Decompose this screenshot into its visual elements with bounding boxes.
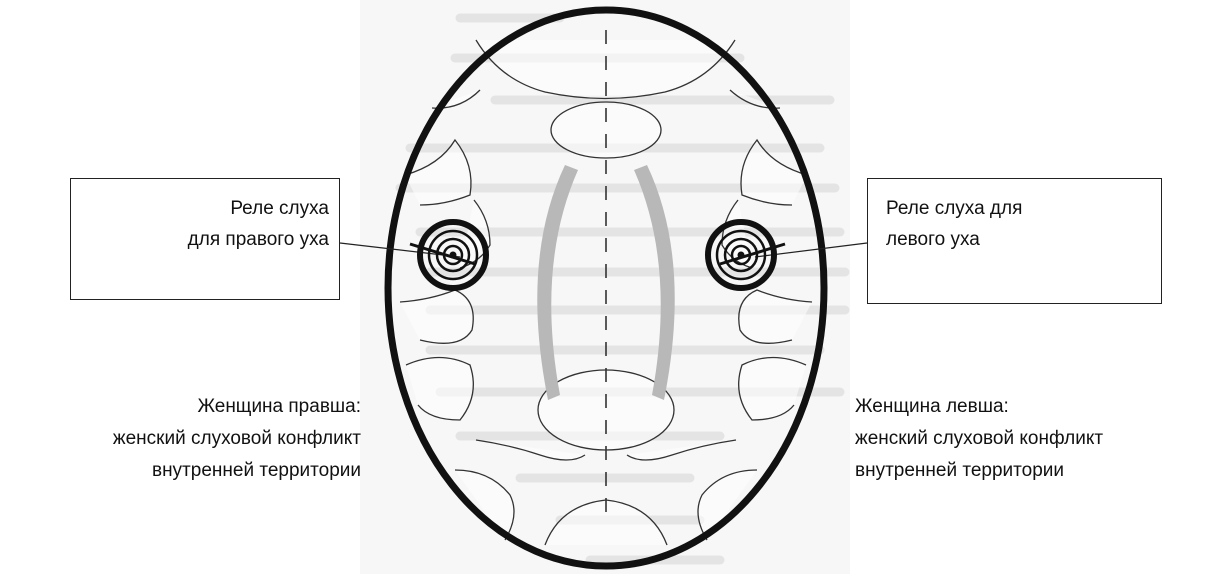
right-ear-relay-line-2: для правого уха [71,224,329,255]
right-handed-woman-caption: Женщина правша: женский слуховой конфлик… [113,391,361,487]
left-ear-relay-line-2: левого уха [886,224,1161,255]
left-handed-woman-caption: Женщина левша: женский слуховой конфликт… [855,391,1103,487]
left-handed-caption-line-3: внутренней территории [855,455,1103,487]
left-ear-relay-label: Реле слуха для левого уха [867,178,1162,304]
left-handed-caption-line-1: Женщина левша: [855,391,1103,423]
right-ear-relay-line-1: Реле слуха [71,193,329,224]
right-handed-caption-line-1: Женщина правша: [113,391,361,423]
left-handed-caption-line-2: женский слуховой конфликт [855,423,1103,455]
right-ear-relay-label: Реле слуха для правого уха [70,178,340,300]
right-handed-caption-line-3: внутренней территории [113,455,361,487]
left-ear-relay-line-1: Реле слуха для [886,193,1161,224]
right-handed-caption-line-2: женский слуховой конфликт [113,423,361,455]
